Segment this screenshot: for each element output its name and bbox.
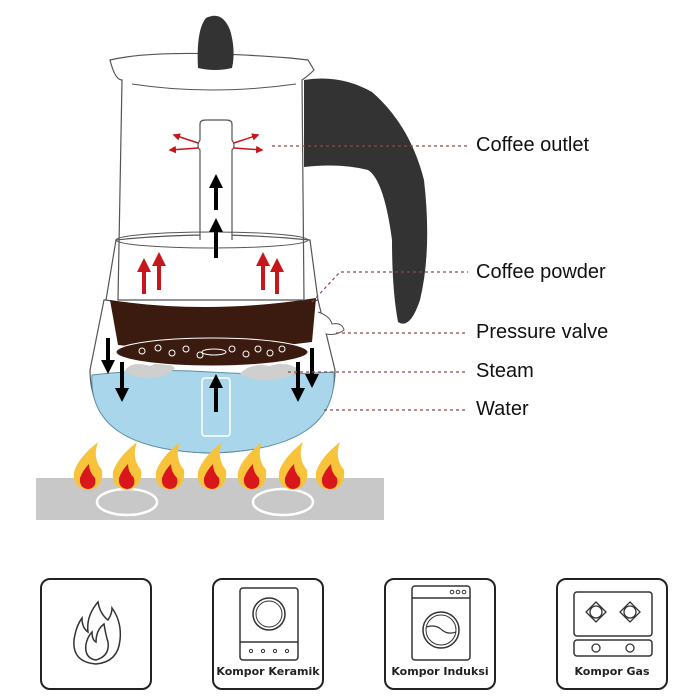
flame: [73, 442, 103, 490]
label-coffee-outlet: Coffee outlet: [476, 134, 590, 156]
label-water: Water: [476, 398, 529, 420]
card-open-flame: [40, 578, 152, 690]
flame: [315, 442, 345, 490]
filter-plate: [115, 337, 309, 367]
flame: [278, 442, 308, 490]
leader-lines: [272, 145, 468, 411]
flame: [237, 442, 267, 490]
burner-ring-right: [251, 487, 315, 517]
steam-right: [240, 363, 300, 381]
label-pressure-valve: Pressure valve: [476, 321, 609, 343]
filter-holes: [138, 344, 286, 359]
gas-stove-icon: [573, 591, 653, 657]
card-ceramic-stove: Kompor Keramik: [212, 578, 324, 690]
water: [91, 370, 335, 454]
handle: [304, 78, 428, 324]
flow-arrows-black: [101, 174, 319, 412]
flame: [155, 442, 185, 490]
filter-basket: [105, 234, 319, 311]
card-label-ceramic: Kompor Keramik: [216, 665, 320, 678]
lid-rim: [131, 83, 297, 91]
lid-knob: [197, 15, 234, 70]
outlet-arrows: [168, 133, 264, 154]
flames: [73, 442, 345, 490]
moka-pot-diagram: [36, 15, 468, 520]
ceramic-stove-icon: [239, 587, 299, 661]
card-label-gas: Kompor Gas: [574, 665, 650, 678]
pressure-valve: [317, 311, 345, 335]
flame-icon: [73, 600, 122, 665]
coffee-powder: [110, 298, 316, 350]
steam-left: [124, 362, 175, 379]
card-label-induction: Kompor Induksi: [391, 665, 489, 678]
card-gas-stove: Kompor Gas: [556, 578, 668, 690]
label-coffee-powder: Coffee powder: [476, 261, 606, 283]
pressure-arrows-red: [137, 252, 284, 294]
induction-stove-icon: [411, 585, 471, 661]
label-steam: Steam: [476, 360, 534, 382]
card-induction-stove: Kompor Induksi: [384, 578, 496, 690]
flame: [112, 442, 142, 490]
flame: [197, 442, 227, 490]
